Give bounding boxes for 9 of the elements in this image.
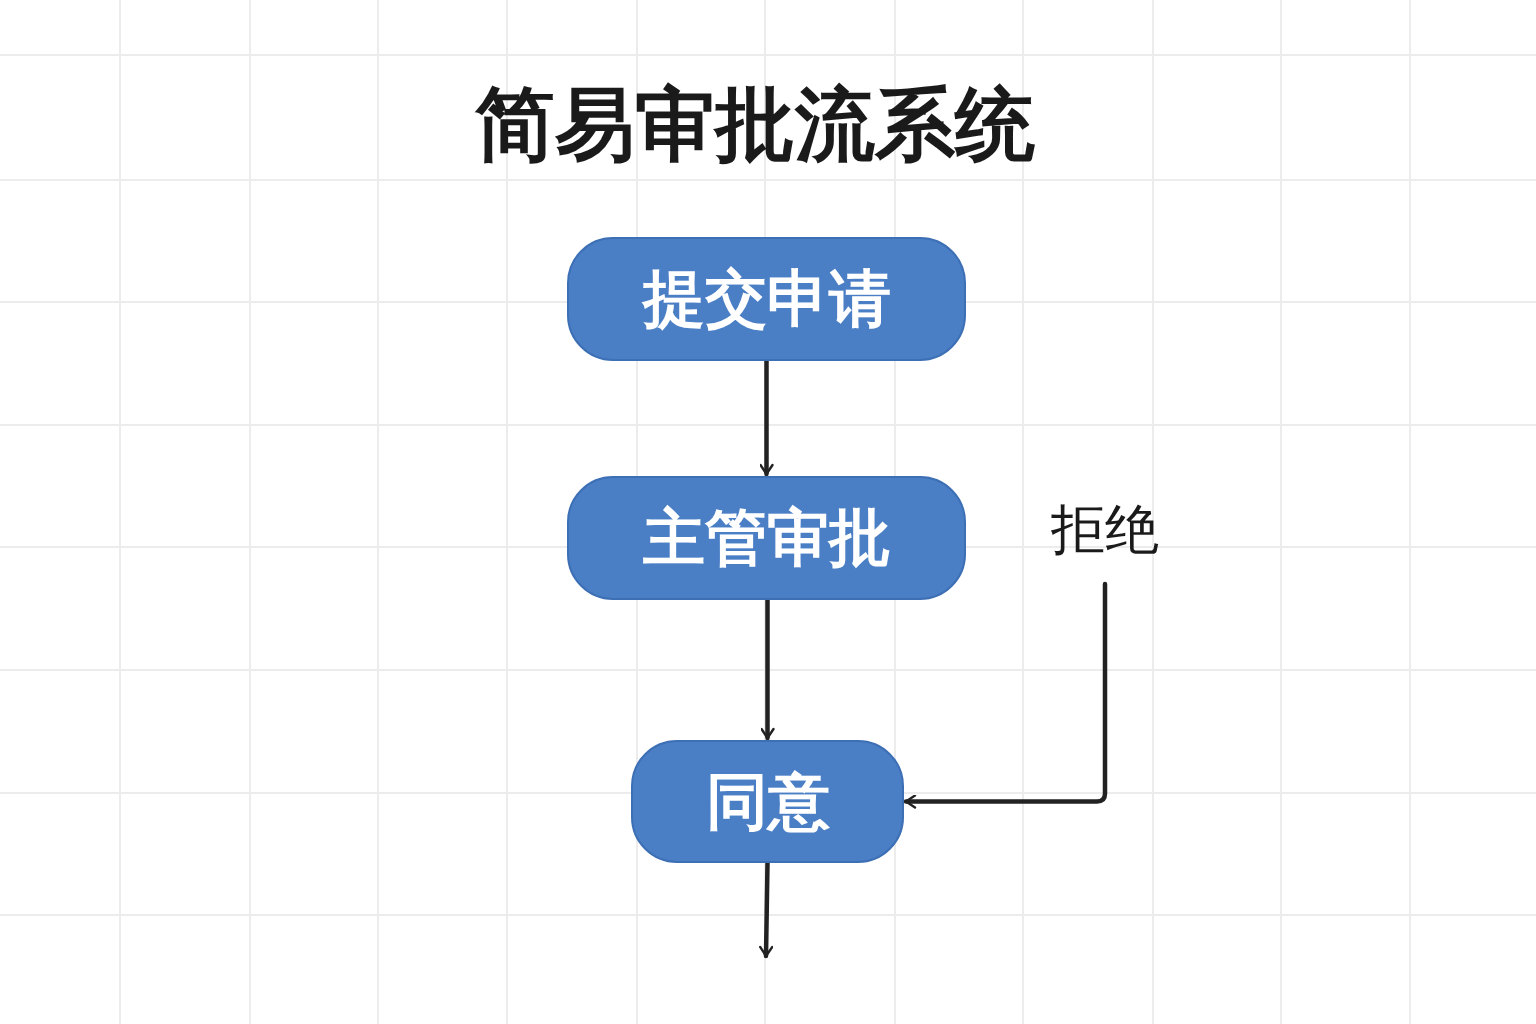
process-box: 提交申请 <box>567 237 966 361</box>
arrow <box>758 860 774 959</box>
branch-label: 拒绝 <box>1040 498 1170 584</box>
arrow <box>759 358 774 477</box>
arrow <box>760 597 775 741</box>
diagram-title: 简易审批流系统 <box>474 77 1036 173</box>
process-box: 主管审批 <box>567 476 966 600</box>
arrow <box>903 581 1108 809</box>
process-box: 同意 <box>631 740 904 863</box>
